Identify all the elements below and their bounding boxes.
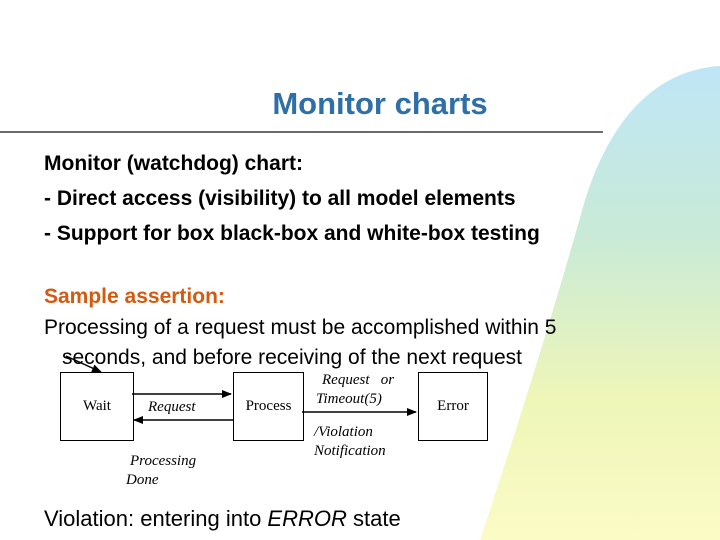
transition-timeout-label: Timeout(5) <box>316 391 382 407</box>
sample-assertion-heading: Sample assertion: <box>44 285 225 308</box>
violation-footer: Violation: entering into ERROR state <box>44 506 401 532</box>
footer-error-emph: ERROR <box>267 506 347 531</box>
state-wait: Wait <box>60 372 134 441</box>
transition-request-or-label: Request or <box>322 372 395 388</box>
sample-assertion-text-2: seconds, and before receiving of the nex… <box>62 346 522 369</box>
transition-request-label: Request <box>148 399 196 415</box>
title-divider <box>0 131 603 133</box>
footer-suffix: state <box>346 506 401 531</box>
state-wait-label: Wait <box>83 398 111 414</box>
state-process-label: Process <box>245 398 292 414</box>
bullet-testing-support: - Support for box black-box and white-bo… <box>44 222 540 245</box>
state-error-label: Error <box>437 398 469 414</box>
transition-notification-label: Notification <box>314 443 386 459</box>
intro-line: Monitor (watchdog) chart: <box>44 152 303 175</box>
slide-title: Monitor charts <box>272 86 488 121</box>
transition-done-label: Done <box>126 472 159 488</box>
transition-processing-label: Processing <box>130 453 197 469</box>
bullet-direct-access: - Direct access (visibility) to all mode… <box>44 187 516 210</box>
state-process: Process <box>233 372 304 441</box>
sample-assertion-text-1: Processing of a request must be accompli… <box>44 316 557 339</box>
state-error: Error <box>418 372 488 441</box>
footer-prefix: Violation: entering into <box>44 506 268 531</box>
transition-violation-label: /Violation <box>314 424 373 440</box>
